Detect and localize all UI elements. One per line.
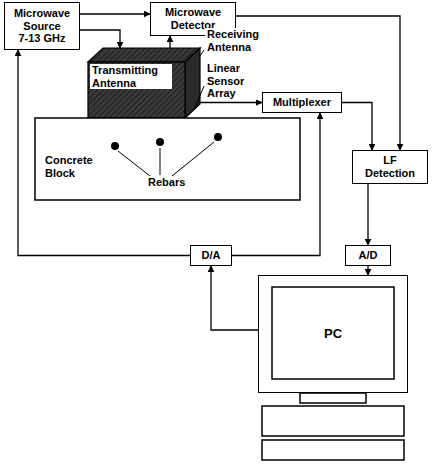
pc-base [262, 406, 404, 436]
node-label: PC [321, 327, 345, 342]
antenna-cube: Transmitting AntennaReceiving AntennaLin… [88, 48, 200, 118]
node-label: Microwave Source [9, 7, 75, 32]
node-label: 7-13 GHz [18, 32, 65, 45]
cube-top [88, 48, 200, 62]
node-label: D/A [202, 249, 221, 262]
node-label: Transmitting Antenna [90, 64, 172, 89]
signal-connector [232, 113, 320, 256]
concrete-block-outline [35, 118, 300, 200]
node-label: Concrete Block [43, 154, 109, 179]
pc-screen [272, 287, 394, 379]
process-box: Multiplexer [262, 92, 342, 113]
leader-line [118, 151, 150, 176]
signal-connector [80, 30, 120, 48]
rebar [111, 142, 119, 150]
leader-line [160, 148, 161, 175]
process-box: LF Detection [352, 150, 428, 184]
leader-line [200, 50, 204, 56]
signal-connector [342, 103, 372, 151]
signal-connector [80, 13, 150, 14]
converter-box: D/A [190, 245, 232, 266]
node-label: Receiving Antenna [205, 28, 271, 53]
part-label: Rebars [146, 176, 187, 188]
cube-front [88, 62, 185, 118]
node-label: A/D [359, 249, 378, 262]
signal-connector [367, 184, 368, 245]
signal-connector [200, 102, 262, 103]
signal-connector [18, 50, 190, 256]
node-label: Multiplexer [273, 96, 331, 109]
rebar [214, 133, 222, 141]
pc-keyboard [262, 440, 404, 460]
cube-side [185, 48, 200, 118]
converter-box: A/D [345, 245, 391, 266]
node-label: LF Detection [357, 154, 423, 179]
signal-connector [367, 266, 368, 275]
computer-monitor: PC [258, 275, 408, 393]
pc-stand [300, 393, 366, 403]
signal-connector [211, 266, 258, 330]
signal-connector [169, 36, 170, 48]
rebar [156, 138, 164, 146]
leader-line [194, 86, 204, 110]
leader-line [172, 142, 214, 176]
source-box: Microwave Source7-13 GHz [4, 2, 80, 50]
